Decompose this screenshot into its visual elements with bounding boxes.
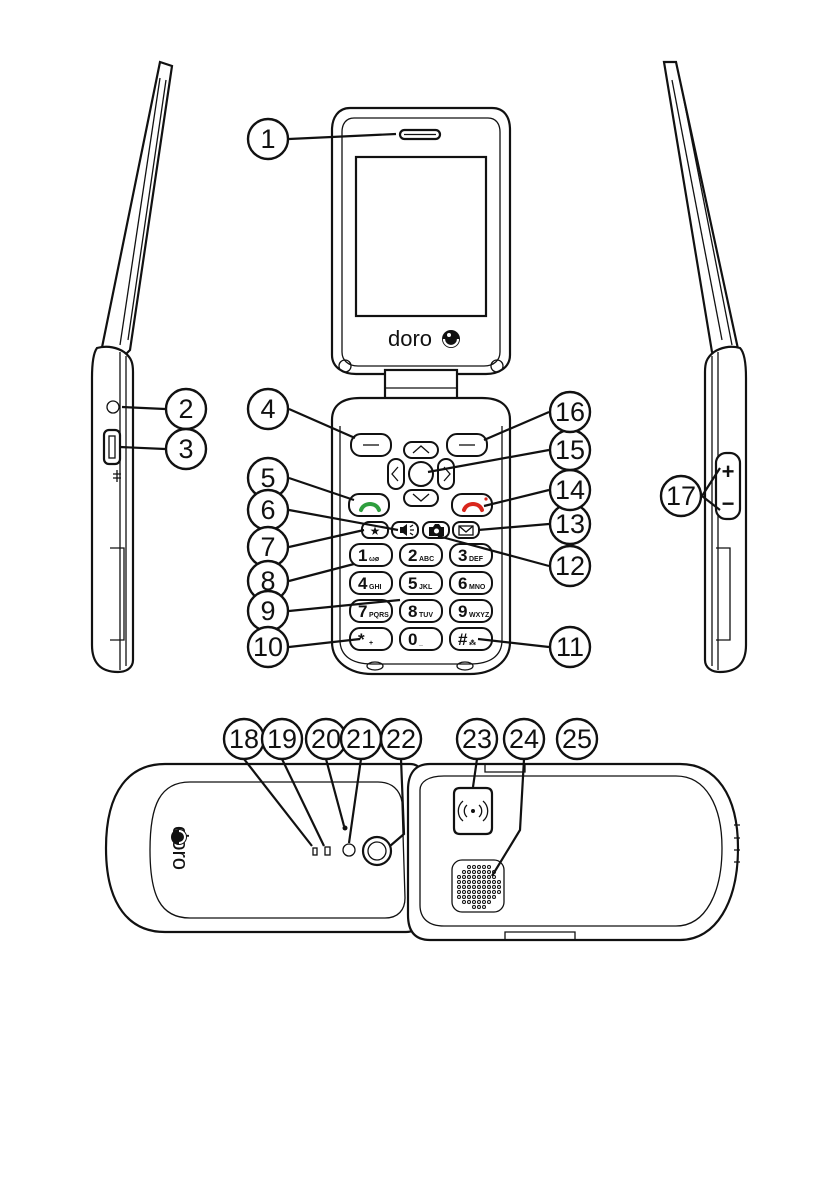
callout-23: 23 xyxy=(457,719,497,759)
key-letters: ⁂ xyxy=(469,638,476,647)
key-letters: TUV xyxy=(419,612,433,619)
left-side-view xyxy=(92,62,172,672)
volume-plus-sign: + xyxy=(722,459,735,484)
callout-2: 2 xyxy=(166,389,206,429)
svg-text:22: 22 xyxy=(386,724,416,754)
svg-text:1: 1 xyxy=(260,124,275,154)
key-letters: + xyxy=(369,640,373,647)
callout-12: 12 xyxy=(550,546,590,586)
right-side-view: + − xyxy=(664,62,746,672)
svg-text:3: 3 xyxy=(178,434,193,464)
key-0[interactable]: 0_ xyxy=(400,628,442,650)
callout-15: 15 xyxy=(550,430,590,470)
key-letters: WXYZ xyxy=(469,612,490,619)
svg-text:25: 25 xyxy=(562,724,592,754)
svg-text:9: 9 xyxy=(260,596,275,626)
key-digit: 0 xyxy=(408,630,417,649)
light-sensor xyxy=(343,826,348,831)
callout-24: 24 xyxy=(504,719,544,759)
callout-1: 1 xyxy=(248,119,288,159)
svg-text:23: 23 xyxy=(462,724,492,754)
svg-text:14: 14 xyxy=(555,475,585,505)
key-letters: DEF xyxy=(469,556,484,563)
arrow-right-key[interactable] xyxy=(438,459,454,489)
key-digit: 6 xyxy=(458,574,467,593)
callout-14: 14 xyxy=(550,470,590,510)
charging-socket xyxy=(104,430,120,464)
svg-text:13: 13 xyxy=(555,509,585,539)
arrow-down-key[interactable] xyxy=(404,490,438,506)
key-digit: 4 xyxy=(358,574,368,593)
svg-text:2: 2 xyxy=(178,394,193,424)
callout-11: 11 xyxy=(550,627,590,667)
camera-lens-outer xyxy=(363,837,391,865)
callout-10: 10 xyxy=(248,627,288,667)
svg-text:5: 5 xyxy=(260,463,275,493)
svg-text:6: 6 xyxy=(260,495,275,525)
key-letters: PQRS xyxy=(369,612,389,619)
callout-19: 19 xyxy=(262,719,302,759)
callout-22: 22 xyxy=(381,719,421,759)
svg-text:15: 15 xyxy=(555,435,585,465)
key-digit: 8 xyxy=(408,602,417,621)
svg-text:10: 10 xyxy=(253,632,283,662)
svg-text:7: 7 xyxy=(260,532,275,562)
key-digit: 1 xyxy=(358,546,367,565)
volume-minus-sign: − xyxy=(722,491,735,516)
key-letters: ωø xyxy=(369,556,380,563)
svg-text:19: 19 xyxy=(267,724,297,754)
key-digit: 5 xyxy=(408,574,417,593)
arrow-left-key[interactable] xyxy=(388,459,404,489)
callout-3: 3 xyxy=(166,429,206,469)
arrow-up-key[interactable] xyxy=(404,442,438,458)
callout-16: 16 xyxy=(550,392,590,432)
back-cover-view: doro xyxy=(106,764,436,932)
callout-18: 18 xyxy=(224,719,264,759)
callout-21: 21 xyxy=(341,719,381,759)
key-letters: GHI xyxy=(369,584,382,591)
callout-9: 9 xyxy=(248,591,288,631)
svg-text:17: 17 xyxy=(666,481,696,511)
display xyxy=(356,157,486,316)
key-letters: ABC xyxy=(419,556,434,563)
front-view: doro ★ xyxy=(332,108,510,674)
callout-17: 17 xyxy=(661,476,701,516)
nfc-icon xyxy=(471,809,475,813)
callout-25: 25 xyxy=(557,719,597,759)
svg-text:20: 20 xyxy=(311,724,341,754)
svg-text:18: 18 xyxy=(229,724,259,754)
key-letters: _ xyxy=(418,640,423,647)
svg-text:11: 11 xyxy=(556,632,584,662)
svg-text:12: 12 xyxy=(555,551,585,581)
key-digit: 3 xyxy=(458,546,467,565)
key-letters: MNO xyxy=(469,584,486,591)
key-digit: 9 xyxy=(458,602,467,621)
svg-text:16: 16 xyxy=(555,397,585,427)
callout-4: 4 xyxy=(248,389,288,429)
ok-key[interactable] xyxy=(409,462,433,486)
back-battery-view xyxy=(408,764,740,940)
svg-text:24: 24 xyxy=(509,724,539,754)
key-letters: JKL xyxy=(419,584,433,591)
svg-text:4: 4 xyxy=(260,394,275,424)
key-digit: # xyxy=(458,630,468,649)
svg-text:21: 21 xyxy=(346,724,376,754)
callout-6: 6 xyxy=(248,490,288,530)
key-digit: 2 xyxy=(408,546,417,565)
front-logo: doro xyxy=(388,326,432,351)
